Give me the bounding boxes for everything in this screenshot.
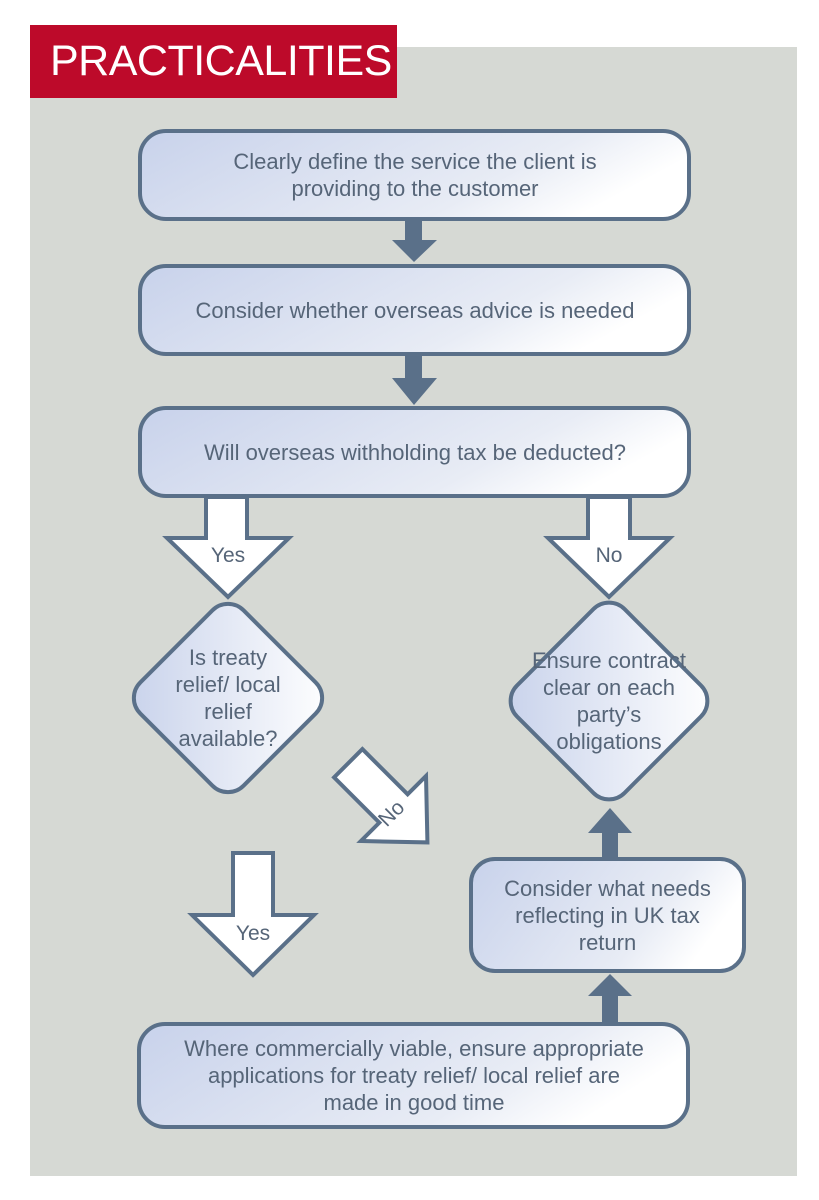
- yes-arrow-icon: [162, 495, 294, 600]
- arrow-up-icon: [588, 974, 632, 1024]
- treaty-question-text: Is treaty relief/ local relief available…: [175, 645, 281, 751]
- step-withholding-question-text: Will overseas withholding tax be deducte…: [204, 439, 626, 465]
- withholding-yes-label: Yes: [210, 544, 246, 567]
- decision-diamond-contract: [508, 600, 710, 802]
- step-overseas-advice-text: Consider whether overseas advice is need…: [195, 297, 635, 323]
- treaty-yes-label: Yes: [235, 922, 271, 945]
- arrow-up-icon: [588, 808, 632, 858]
- treaty-no-arrow-icon: [331, 746, 430, 845]
- step-define-service-text: Clearly define the service the client is…: [233, 149, 597, 201]
- ensure-contract-text: Ensure contract clear on each party’s ob…: [531, 648, 687, 754]
- section-banner: PRACTICALITIES: [30, 25, 397, 98]
- decision-diamond-treaty: [131, 601, 325, 795]
- no-arrow-icon: [543, 495, 675, 600]
- step-box-uk-tax-return: [469, 857, 746, 973]
- withholding-no-label: No: [595, 544, 623, 567]
- arrow-down-icon: [392, 354, 437, 405]
- uk-tax-return-text: Consider what needs reflecting in UK tax…: [504, 875, 711, 955]
- treaty-yes-arrow-icon: [187, 851, 319, 978]
- applications-text: Where commercially viable, ensure approp…: [184, 1036, 644, 1115]
- step-box-applications: [137, 1022, 690, 1129]
- step-box-withholding-question: [138, 406, 691, 498]
- arrow-down-icon: [392, 219, 437, 262]
